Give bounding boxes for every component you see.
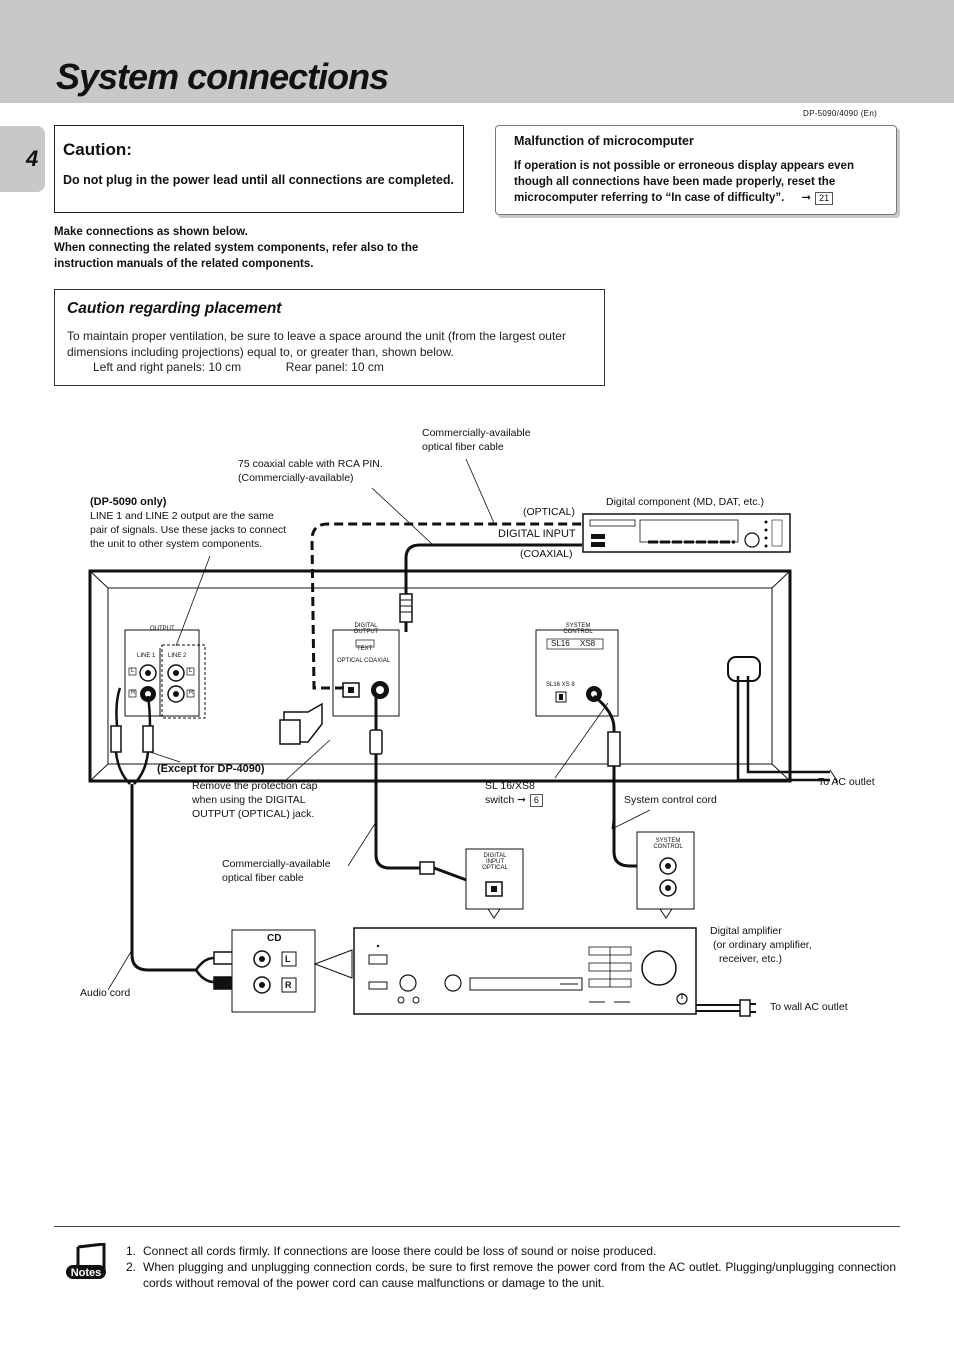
note-item: 1.Connect all cords firmly. If connectio… [126, 1244, 657, 1258]
audio-cord-label: Audio cord [80, 987, 131, 999]
intro-line-2: When connecting the related system compo… [54, 242, 419, 270]
panel-xs8-label: XS8 [580, 639, 596, 648]
note-item: 2.When plugging and unplugging connectio… [126, 1260, 896, 1290]
arrow-right-icon: ➞ [517, 794, 526, 806]
optical-fiber-cable-top [310, 522, 582, 690]
to-wall-outlet-label: To wall AC outlet [770, 1001, 848, 1013]
panel-system-control-label: SYSTEM CONTROL [563, 623, 593, 635]
amp-cd-label: CD [267, 933, 282, 944]
malfunction-heading: Malfunction of microcomputer [514, 134, 694, 148]
placement-rear: Rear panel: 10 cm [285, 360, 384, 374]
arrow-right-icon: ➞ [801, 192, 812, 204]
panel-sl16-label: SL16 [551, 639, 570, 648]
amp-cd-input-panel [231, 929, 353, 1013]
coaxial-label: (COAXIAL) [520, 548, 573, 560]
malfunction-text: If operation is not possible or erroneou… [514, 158, 886, 206]
amp-digital-input-panel [465, 848, 524, 919]
panel-r2-label: R [189, 690, 194, 696]
dp5090-note: (DP-5090 only) LINE 1 and LINE 2 output … [90, 496, 287, 550]
output-jack-panel [124, 629, 206, 719]
notes-list: 1.Connect all cords firmly. If connectio… [126, 1243, 896, 1291]
intro-line-1: Make connections as shown below. [54, 226, 248, 238]
caution-heading: Caution: [63, 140, 132, 159]
placement-box: Caution regarding placement To maintain … [54, 289, 605, 386]
digital-amplifier-label: Digital amplifier (or ordinary amplifier… [710, 925, 812, 965]
to-ac-outlet-label: To AC outlet [818, 776, 875, 788]
placement-values: Left and right panels: 10 cm Rear panel:… [93, 360, 384, 374]
main-unit-rear-panel [88, 569, 792, 783]
page-title: System connections [56, 56, 389, 97]
page-tab [0, 126, 45, 192]
amp-cd-l-label: L [285, 954, 291, 964]
optical-label: (OPTICAL) [523, 506, 575, 518]
placement-text: To maintain proper ventilation, be sure … [67, 329, 566, 359]
panel-text-mark: TEXT [357, 646, 373, 652]
optical-fiber-top-label: Commercially-available optical fiber cab… [422, 427, 531, 453]
leader-lines [107, 458, 651, 991]
digital-component-unit [582, 513, 791, 553]
digital-component-label: Digital component (MD, DAT, etc.) [606, 496, 764, 508]
system-control-panel [535, 629, 619, 717]
amp-power-cord [696, 999, 756, 1017]
ac-cord [727, 656, 839, 783]
audio-cord [110, 687, 237, 990]
header-band [0, 0, 954, 103]
panel-l-label: L [131, 668, 135, 674]
page-number: 4 [26, 146, 39, 171]
panel-switch-label: SL16 XS 8 [546, 682, 575, 688]
malfunction-body: If operation is not possible or erroneou… [514, 160, 854, 204]
panel-output-label: OUTPUT [150, 626, 175, 632]
sl16-switch-label: SL 16/XS8 switch ➞6 [485, 779, 543, 807]
panel-r-label: R [131, 690, 136, 696]
placement-left-right: Left and right panels: 10 cm [93, 360, 242, 374]
malfunction-box: Malfunction of microcomputer If operatio… [495, 125, 897, 215]
digital-output-panel [332, 629, 400, 717]
coaxial-cable [399, 543, 582, 632]
notes-icon: Notes [64, 1242, 108, 1290]
page-ref-badge: 21 [815, 192, 834, 205]
digital-input-label: DIGITAL INPUT [498, 528, 576, 540]
svg-text:Notes: Notes [71, 1267, 102, 1279]
amp-system-control-panel [636, 831, 695, 919]
except-dp4090-label: (Except for DP-4090) [157, 763, 265, 775]
system-control-cord [593, 694, 660, 868]
protection-cap-label: Remove the protection cap when using the… [192, 780, 318, 820]
protection-cap [279, 702, 323, 745]
digital-amplifier-unit [353, 927, 697, 1015]
optical-fiber-cable-bottom [369, 697, 489, 890]
optical-fiber-bottom-label: Commercially-available optical fiber cab… [222, 858, 331, 884]
placement-heading: Caution regarding placement [67, 300, 282, 317]
intro-text: Make connections as shown below. When co… [54, 224, 474, 272]
coax-cable-label: 75 coaxial cable with RCA PIN. (Commerci… [238, 458, 383, 484]
panel-optical-coaxial-label: OPTICAL COAXIAL [337, 658, 391, 664]
amp-cd-r-label: R [285, 980, 292, 990]
panel-line1-label: LINE 1 [137, 653, 156, 659]
caution-box: Caution: Do not plug in the power lead u… [54, 125, 464, 213]
caution-text: Do not plug in the power lead until all … [63, 173, 455, 187]
system-control-cord-label: System control cord [624, 794, 717, 806]
amp-system-control-label: SYSTEM CONTROL [653, 838, 683, 850]
panel-l2-label: L [189, 668, 193, 674]
model-reference: DP-5090/4090 (En) [803, 109, 878, 118]
page-ref-badge: 6 [529, 794, 543, 807]
panel-line2-label: LINE 2 [168, 653, 187, 659]
notes-divider [54, 1226, 900, 1227]
amp-digital-input-label: DIGITAL INPUT OPTICAL [482, 853, 508, 871]
panel-digital-output-label: DIGITAL OUTPUT [353, 623, 379, 635]
